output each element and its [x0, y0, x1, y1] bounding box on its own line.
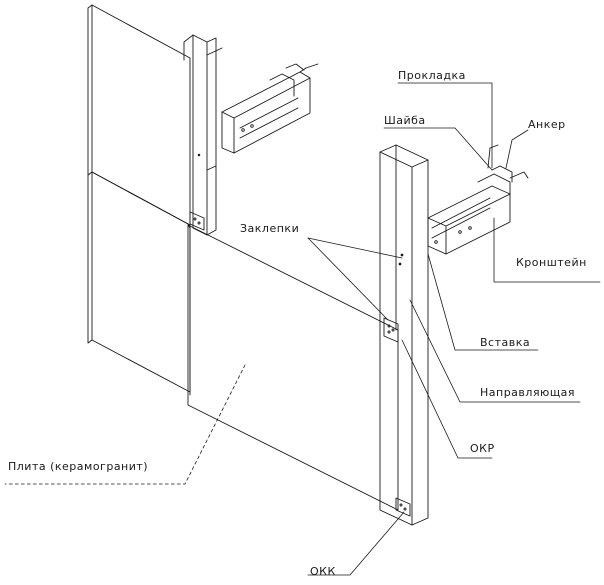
leader-okr [401, 339, 493, 459]
label-napravlyayuschaya: Направляющая [480, 386, 576, 399]
leader-anker [505, 129, 529, 169]
label-kronshtein: Кронштейн [516, 256, 587, 269]
lower-left-panel [91, 171, 191, 393]
clip-left [189, 211, 205, 231]
label-prokladka: Прокладка [398, 69, 466, 82]
upper-left-panel-edge [87, 4, 93, 176]
right-guide-rail [379, 144, 429, 526]
clip-okr [383, 317, 399, 343]
leader-lines [4, 82, 601, 576]
label-okk: ОКК [310, 565, 336, 578]
right-panel-joint [187, 224, 191, 396]
leader-prokladka [397, 82, 493, 169]
label-vstavka: Вставка [480, 336, 531, 349]
label-plita: Плита (керамогранит) [8, 460, 149, 473]
lower-left-panel-edge [87, 174, 93, 344]
leader-okk [307, 511, 405, 576]
label-shaiba: Шайба [384, 114, 426, 127]
leader-zaklepki-b [307, 237, 389, 321]
label-okr: ОКР [470, 442, 495, 455]
right-bracket [427, 144, 529, 255]
leader-vstavka [427, 253, 539, 351]
upper-left-panel [91, 4, 191, 226]
left-bracket [221, 63, 319, 154]
leader-kronshtein [493, 217, 601, 283]
leader-plita [4, 364, 246, 485]
clip-okk [395, 497, 411, 517]
label-zaklepki: Заклепки [240, 222, 300, 235]
right-panel [187, 224, 399, 511]
leader-shaiba [383, 127, 493, 171]
leader-zaklepki-a [307, 237, 403, 259]
label-anker: Анкер [528, 118, 566, 131]
leader-napravlyayuschaya [409, 299, 581, 403]
